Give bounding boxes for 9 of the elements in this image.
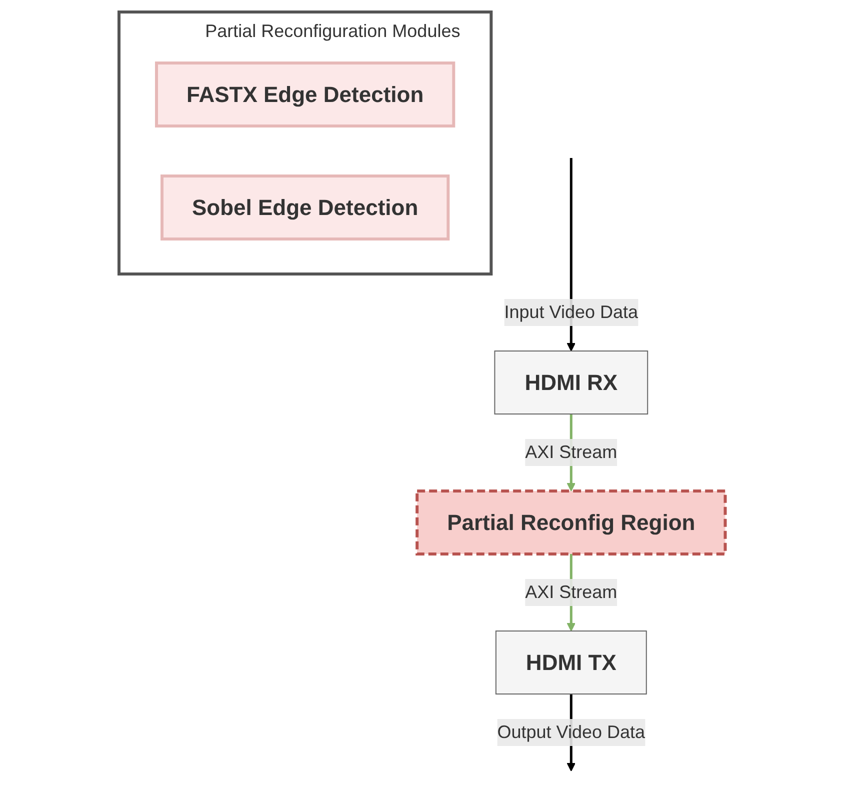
edge-label: AXI Stream: [525, 582, 618, 602]
node-box: HDMI RX: [494, 350, 648, 414]
edge-label: Input Video Data: [504, 302, 638, 322]
node-box: Partial Reconfig Region: [415, 489, 727, 555]
edge-label: Output Video Data: [497, 722, 645, 742]
node-box: FASTX Edge Detection: [154, 61, 456, 127]
node-box: Sobel Edge Detection: [160, 174, 450, 240]
edge-label: AXI Stream: [525, 442, 618, 462]
node-box: HDMI TX: [495, 630, 647, 694]
